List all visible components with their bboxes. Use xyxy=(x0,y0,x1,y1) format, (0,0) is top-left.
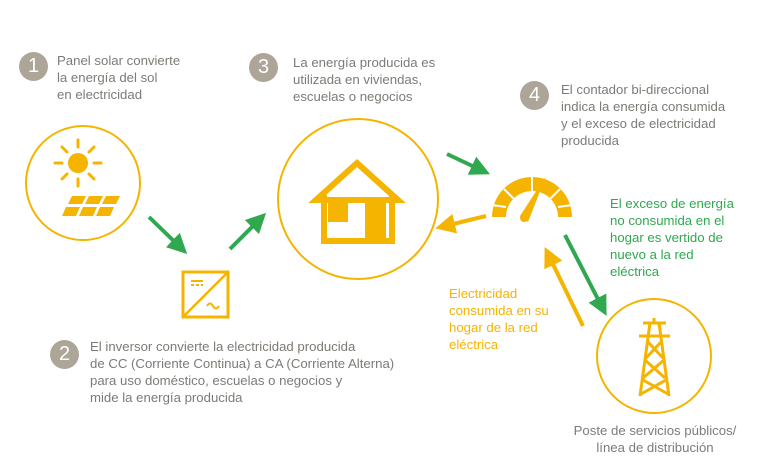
step-3-text: La energía producida es utilizada en viv… xyxy=(293,55,436,104)
step-2-badge: 2 xyxy=(50,340,79,369)
excess-energy-note: El exceso de energía no consumida en el … xyxy=(610,196,734,279)
meter-icon xyxy=(491,176,573,222)
arrow-meter-to-house xyxy=(435,213,487,234)
step-4-badge: 4 xyxy=(520,81,549,110)
step-1-text: Panel solar convierte la energía del sol… xyxy=(57,53,181,102)
inverter-icon xyxy=(181,270,230,319)
arrow-meter-to-pole xyxy=(563,234,607,316)
solar-panel-icon xyxy=(25,125,141,241)
consumed-electricity-note: Electricidad consumida en su hogar de la… xyxy=(449,286,549,352)
solar-cells xyxy=(62,196,120,216)
sun-icon xyxy=(53,138,103,188)
step-2-text: El inversor convierte la electricidad pr… xyxy=(90,339,395,405)
arrow-pole-to-meter xyxy=(544,247,585,327)
power-pole-icon xyxy=(596,298,712,414)
step-3-badge: 3 xyxy=(249,53,278,82)
pole-label: Poste de servicios públicos/ línea de di… xyxy=(573,423,737,455)
arrow-inverter-to-house xyxy=(228,212,267,251)
step-1-badge: 1 xyxy=(19,52,48,81)
house-icon xyxy=(277,118,439,280)
arrow-house-to-meter xyxy=(446,152,491,175)
step-4-text: El contador bi-direccional indica la ene… xyxy=(561,82,726,148)
arrow-panel-to-inverter xyxy=(147,215,188,254)
